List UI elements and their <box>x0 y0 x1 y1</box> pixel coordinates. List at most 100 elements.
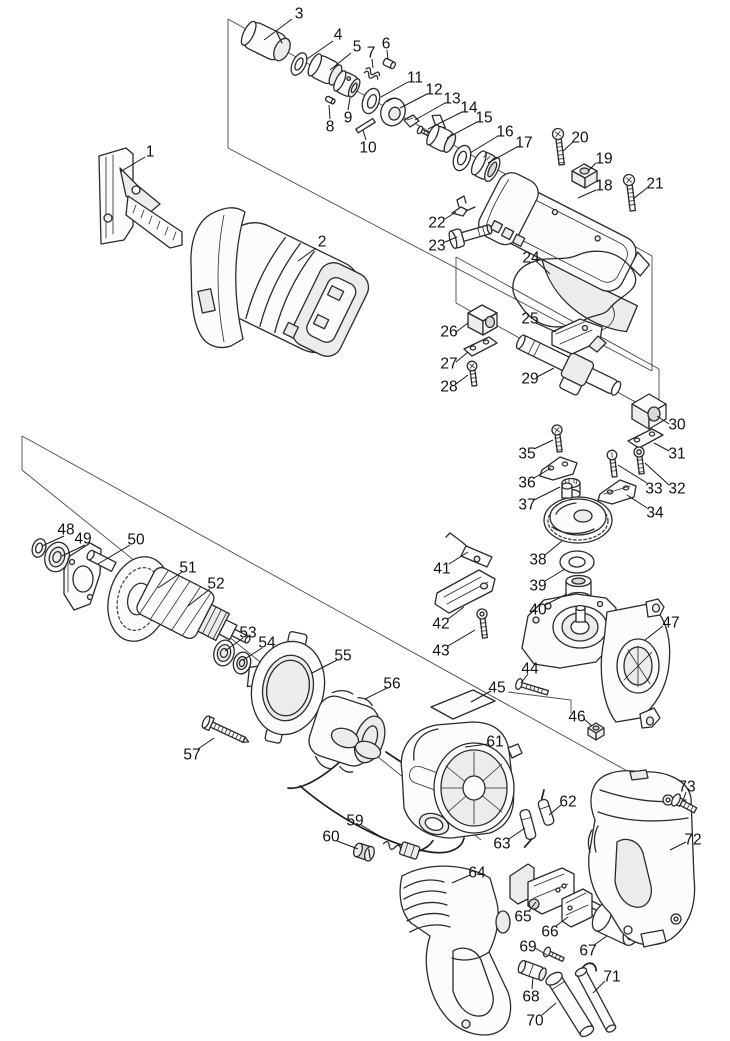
part-30 <box>631 393 667 430</box>
part-label-23: 23 <box>428 238 445 255</box>
part-label-47: 47 <box>662 615 679 632</box>
leader-line-4 <box>306 40 334 60</box>
part-label-14: 14 <box>460 100 478 117</box>
part-21 <box>622 173 637 212</box>
part-label-68: 68 <box>522 989 539 1006</box>
part-label-2: 2 <box>318 234 327 251</box>
part-label-16: 16 <box>496 124 513 141</box>
leader-line-38 <box>544 540 563 556</box>
part-25 <box>551 318 607 355</box>
leader-line-71 <box>592 980 606 994</box>
leader-line-45 <box>470 690 492 703</box>
part-36 <box>539 456 578 481</box>
part-15 <box>426 114 457 154</box>
leader-line-42 <box>447 606 465 620</box>
part-27 <box>463 336 498 357</box>
leader-line-50 <box>97 544 131 565</box>
part-6 <box>382 57 397 70</box>
part-18 <box>478 172 650 333</box>
part-label-49: 49 <box>74 531 91 548</box>
leader-line-67 <box>593 935 608 946</box>
part-57 <box>201 715 250 743</box>
part-label-5: 5 <box>353 39 362 56</box>
part-label-65: 65 <box>514 909 531 926</box>
part-label-66: 66 <box>541 924 558 941</box>
leader-line-43 <box>447 629 476 647</box>
part-label-69: 69 <box>519 939 536 956</box>
leader-line-21 <box>632 187 648 200</box>
part-12 <box>380 97 406 127</box>
part-11 <box>361 87 381 115</box>
leader-line-13 <box>414 102 446 121</box>
part-24 <box>512 250 637 331</box>
leader-line-35 <box>533 439 554 450</box>
part-29 <box>515 334 622 396</box>
leader-line-10 <box>362 129 367 141</box>
part-46 <box>587 722 605 741</box>
part-label-35: 35 <box>518 446 535 463</box>
part-label-9: 9 <box>344 110 353 127</box>
part-32 <box>633 446 645 475</box>
leader-line-12 <box>399 93 428 109</box>
leader-line-57 <box>197 737 215 750</box>
part-71 <box>574 962 617 1033</box>
part-61 <box>400 721 523 839</box>
leader-line-48 <box>41 535 65 547</box>
part-13 <box>403 114 420 128</box>
leader-line-22 <box>444 211 457 220</box>
part-label-67: 67 <box>579 943 596 960</box>
part-17 <box>470 150 501 183</box>
part-label-56: 56 <box>383 676 400 693</box>
part-7 <box>363 67 381 80</box>
part-22 <box>451 195 476 217</box>
part-label-7: 7 <box>367 45 376 62</box>
leader-line-28 <box>455 374 469 385</box>
part-label-52: 52 <box>207 576 224 593</box>
part-label-11: 11 <box>407 70 423 87</box>
leader-line-5 <box>329 52 352 71</box>
part-label-72: 72 <box>684 832 701 849</box>
part-label-38: 38 <box>529 552 546 569</box>
part-label-59: 59 <box>346 813 363 830</box>
part-label-20: 20 <box>571 130 589 147</box>
part-label-61: 61 <box>486 734 503 751</box>
part-label-44: 44 <box>521 661 539 678</box>
part-label-32: 32 <box>668 481 685 498</box>
leader-line-44 <box>520 673 529 684</box>
part-label-8: 8 <box>326 119 335 136</box>
part-label-24: 24 <box>522 250 540 267</box>
leader-line-62 <box>548 804 562 816</box>
part-33 <box>606 449 618 478</box>
part-31 <box>627 428 664 449</box>
leader-line-8 <box>328 104 331 120</box>
part-68 <box>517 959 547 982</box>
leader-line-59 <box>360 824 384 839</box>
leader-line-60 <box>336 840 359 850</box>
part-label-13: 13 <box>443 91 460 108</box>
part-label-26: 26 <box>440 324 457 341</box>
part-69 <box>542 946 565 963</box>
leader-line-51 <box>157 571 183 589</box>
leader-line-25 <box>535 322 557 333</box>
part-label-34: 34 <box>646 505 664 522</box>
part-label-36: 36 <box>518 475 535 492</box>
leader-line-33 <box>617 464 648 484</box>
part-1 <box>98 147 183 249</box>
part-3 <box>240 20 291 62</box>
part-label-31: 31 <box>668 446 685 463</box>
part-47 <box>521 593 671 729</box>
part-48 <box>31 538 47 558</box>
part-label-50: 50 <box>127 532 145 549</box>
leader-line-36 <box>533 467 552 479</box>
part-label-48: 48 <box>57 522 74 539</box>
part-26 <box>467 304 498 336</box>
part-49 <box>44 541 70 573</box>
part-label-29: 29 <box>521 371 538 388</box>
leader-line-64 <box>451 874 471 884</box>
leader-line-55 <box>311 659 338 674</box>
leader-line-14 <box>427 111 463 130</box>
leader-line-7 <box>371 58 374 69</box>
part-label-22: 22 <box>428 215 445 232</box>
leader-line-16 <box>469 135 499 154</box>
